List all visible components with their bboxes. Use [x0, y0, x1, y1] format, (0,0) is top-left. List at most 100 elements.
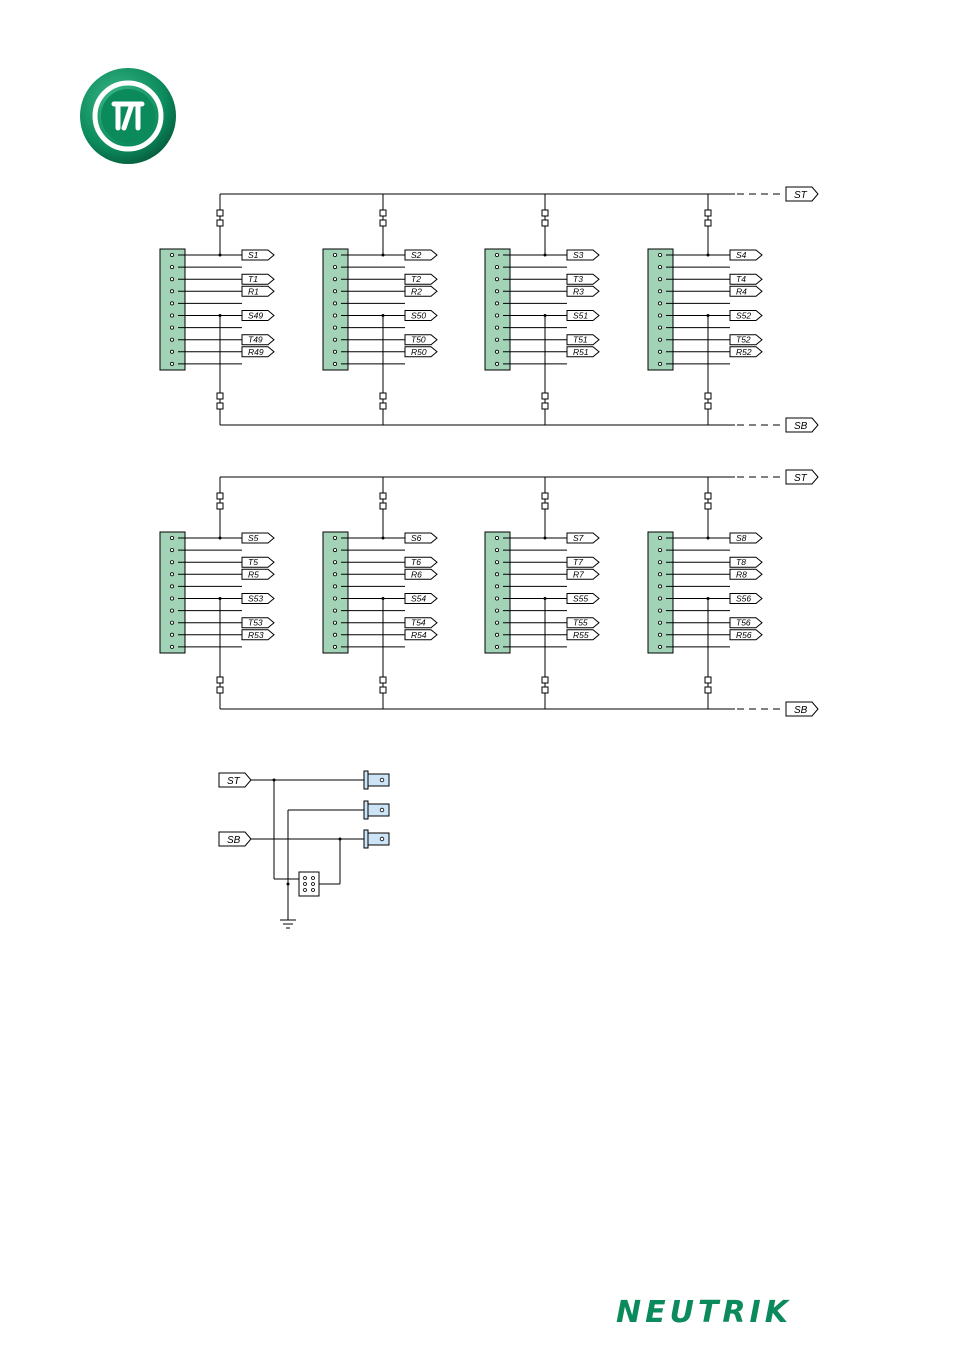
connector-pin	[170, 302, 173, 305]
connector-pin	[333, 362, 336, 365]
connector-pin	[333, 561, 336, 564]
connector-pin	[170, 573, 173, 576]
signal-label: R1	[242, 286, 274, 296]
connector-pin	[333, 597, 336, 600]
terminal	[542, 220, 548, 226]
connector-pin	[495, 362, 498, 365]
junction-dot	[382, 537, 385, 540]
signal-label: S51	[567, 311, 599, 321]
signal-label: R56	[730, 630, 762, 640]
jumper-pin	[312, 883, 315, 886]
junction-dot	[707, 314, 710, 317]
signal-label: S2	[405, 250, 437, 260]
junction-dot	[287, 883, 290, 886]
signal-label: T49	[242, 335, 274, 345]
connector-pin	[170, 561, 173, 564]
flag-outline	[730, 557, 762, 567]
connector-pin	[658, 585, 661, 588]
signal-label: S49	[242, 311, 274, 321]
flag-label: S6	[411, 533, 422, 543]
signal-label: T7	[567, 557, 599, 567]
flag-label: T8	[736, 557, 746, 567]
jack-flange	[364, 830, 368, 848]
flag-label: T5	[248, 557, 258, 567]
connector-pin	[658, 266, 661, 269]
terminal	[705, 220, 711, 226]
jack-connector-icon	[364, 830, 389, 848]
connector-pin	[333, 549, 336, 552]
signal-label: T53	[242, 618, 274, 628]
jumper-pin	[304, 883, 307, 886]
signal-label: S54	[405, 594, 437, 604]
flag-outline	[405, 274, 437, 284]
jack-pin	[380, 837, 384, 841]
connector-pin	[170, 585, 173, 588]
connector-pin	[658, 253, 661, 256]
flag-label: T52	[736, 335, 751, 345]
flag-outline	[242, 557, 274, 567]
signal-label: T50	[405, 335, 437, 345]
bank-2: STSBS5T5R5S53T53R53S6T6R6S54T54R54S7T7R7…	[160, 470, 818, 716]
connector-pin	[333, 585, 336, 588]
neutrik-wordmark: NEUTRIK	[612, 1290, 922, 1330]
flag-label: T4	[736, 274, 746, 284]
terminal	[705, 210, 711, 216]
connector-pin	[170, 362, 173, 365]
terminal	[217, 687, 223, 693]
terminal	[380, 493, 386, 499]
signal-label: T5	[242, 557, 274, 567]
flag-label: R7	[573, 569, 584, 579]
terminal	[380, 403, 386, 409]
connector-pin	[495, 350, 498, 353]
connector-pin	[658, 621, 661, 624]
bus-label-sb: SB	[786, 702, 818, 716]
flag-label: S52	[736, 311, 751, 321]
terminal	[380, 220, 386, 226]
connector-pin	[658, 597, 661, 600]
flag-label: T53	[248, 618, 263, 628]
jack-connector-icon	[364, 801, 389, 819]
signal-label: T56	[730, 618, 762, 628]
connector-pin	[658, 362, 661, 365]
connector-pin	[658, 536, 661, 539]
signal-label: T8	[730, 557, 762, 567]
terminal	[542, 687, 548, 693]
signal-label: S53	[242, 594, 274, 604]
flag-label: T2	[411, 274, 421, 284]
connector-pin	[333, 302, 336, 305]
signal-label: R53	[242, 630, 274, 640]
jack-connector-icon	[364, 771, 389, 789]
terminal	[217, 210, 223, 216]
signal-label: R5	[242, 569, 274, 579]
flag-label: R5	[248, 569, 259, 579]
connector-pin	[495, 633, 498, 636]
terminal	[705, 503, 711, 509]
flag-label: T54	[411, 618, 426, 628]
flag-label: T1	[248, 274, 258, 284]
connector-pin	[495, 326, 498, 329]
connector-pin	[170, 350, 173, 353]
signal-label: T51	[567, 335, 599, 345]
input-label-sb: SB	[219, 832, 251, 846]
terminal	[542, 210, 548, 216]
signal-label: R6	[405, 569, 437, 579]
connector-pin	[333, 266, 336, 269]
flag-label: T6	[411, 557, 421, 567]
connector-pin	[495, 302, 498, 305]
flag-label: S8	[736, 533, 747, 543]
signal-label: T52	[730, 335, 762, 345]
signal-label: R50	[405, 347, 437, 357]
connector-pin	[658, 350, 661, 353]
module-1: S5T5R5S53T53R53	[160, 477, 274, 709]
flag-label: R56	[736, 630, 752, 640]
jumper-pin	[304, 889, 307, 892]
connector-pin	[658, 290, 661, 293]
connector-pin	[170, 645, 173, 648]
signal-label: S3	[567, 250, 599, 260]
connector-pin	[170, 633, 173, 636]
flag-label: R3	[573, 286, 584, 296]
junction-dot	[544, 597, 547, 600]
connector-pin	[658, 573, 661, 576]
flag-label: T56	[736, 618, 751, 628]
flag-label: T3	[573, 274, 583, 284]
